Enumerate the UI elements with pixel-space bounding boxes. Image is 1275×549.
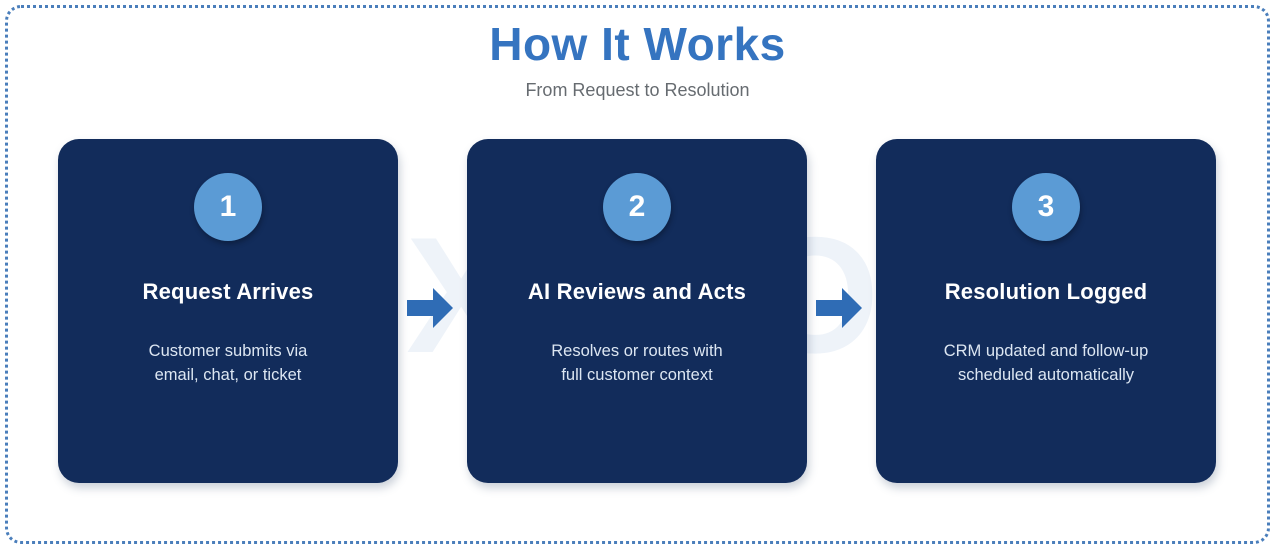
right-arrow-icon bbox=[815, 286, 863, 330]
step-title-2: AI Reviews and Acts bbox=[527, 279, 747, 304]
header: How It Works From Request to Resolution bbox=[0, 18, 1275, 101]
page-title: How It Works bbox=[489, 18, 786, 70]
step-number-badge-1: 1 bbox=[194, 173, 262, 241]
step-number-badge-2: 2 bbox=[603, 173, 671, 241]
right-arrow-icon bbox=[406, 286, 454, 330]
page-subtitle: From Request to Resolution bbox=[525, 79, 750, 100]
step-card-2: 2 AI Reviews and Acts Resolves or routes… bbox=[467, 139, 807, 483]
step-title-3: Resolution Logged bbox=[944, 279, 1148, 304]
step-number-badge-3: 3 bbox=[1012, 173, 1080, 241]
step-card-3: 3 Resolution Logged CRM updated and foll… bbox=[876, 139, 1216, 483]
step-title-1: Request Arrives bbox=[142, 279, 314, 304]
